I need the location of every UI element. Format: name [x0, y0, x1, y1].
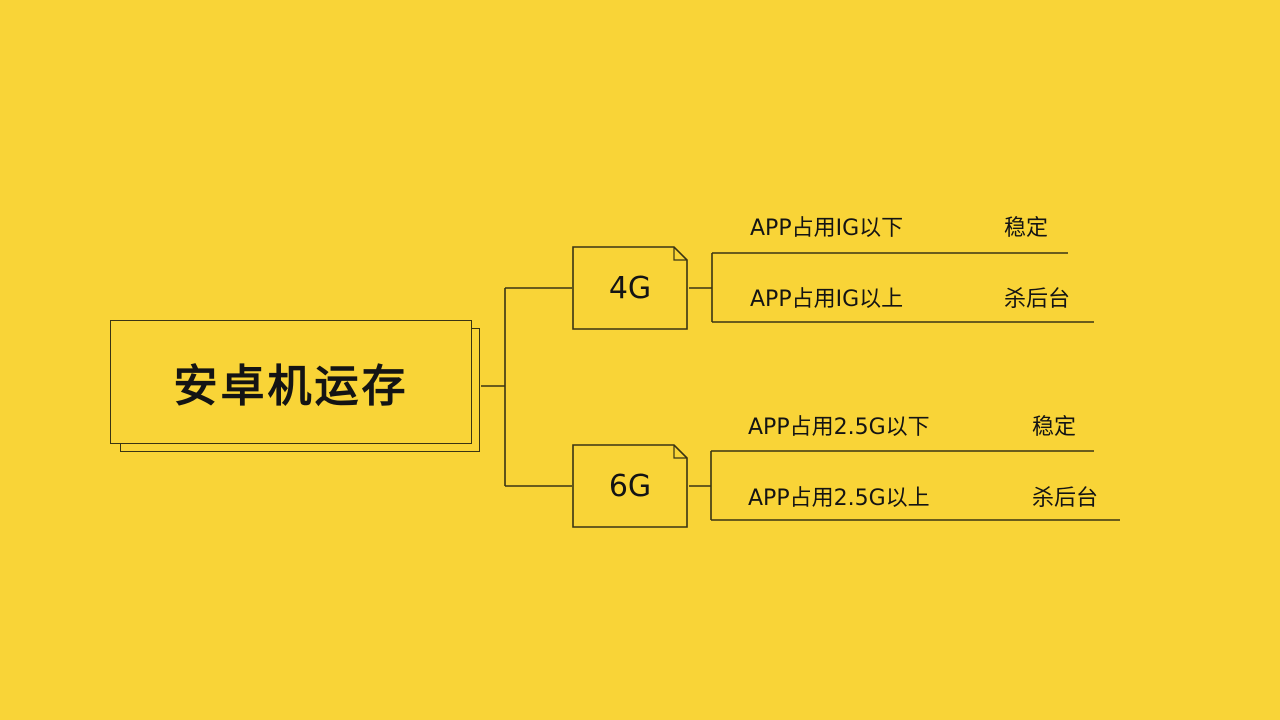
root-label: 安卓机运存	[173, 361, 409, 412]
leaf-result-6g-1: 稳定	[1032, 415, 1077, 440]
branch-node-6g: 6G	[572, 444, 688, 528]
branch-label-4g: 4G	[608, 270, 652, 306]
leaf-result-6g-2: 杀后台	[1032, 486, 1099, 511]
document-frame-icon	[572, 444, 688, 528]
leaf-condition-6g-1: APP占用2.5G以下	[748, 415, 930, 440]
leaf-result-4g-1: 稳定	[1004, 216, 1049, 241]
leaf-condition-4g-2: APP占用IG以上	[750, 287, 904, 312]
leaf-result-4g-2: 杀后台	[1004, 287, 1071, 312]
leaf-condition-4g-1: APP占用IG以下	[750, 216, 904, 241]
branch-label-6g: 6G	[608, 468, 652, 504]
branch-node-4g: 4G	[572, 246, 688, 330]
document-frame-icon	[572, 246, 688, 330]
leaf-condition-6g-2: APP占用2.5G以上	[748, 486, 930, 511]
root-node: 安卓机运存	[110, 320, 472, 444]
